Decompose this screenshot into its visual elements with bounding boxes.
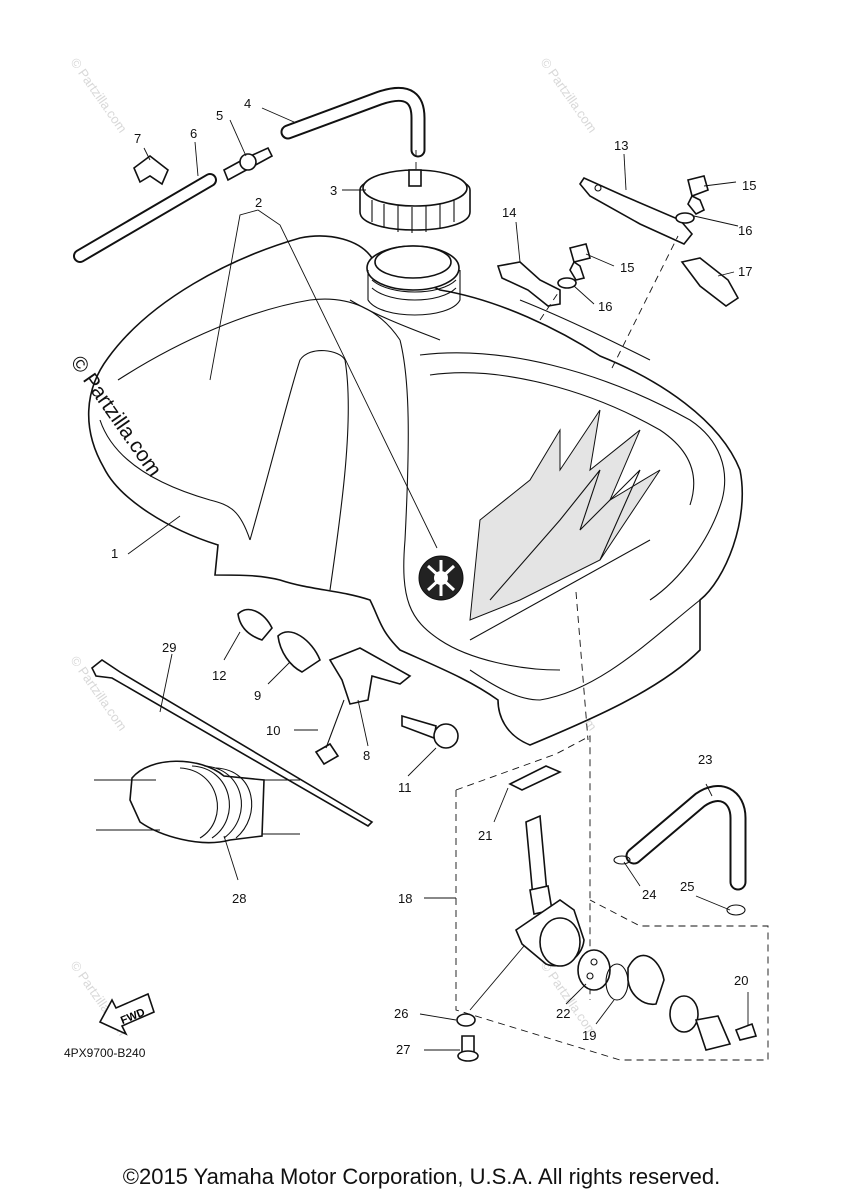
check-valve[interactable] [222,146,274,182]
bracket-14[interactable] [496,261,561,307]
callout-29: 29 [162,640,176,655]
o-ring-19[interactable] [605,963,629,1001]
callout-4: 4 [244,96,251,111]
callout-10: 10 [266,723,280,738]
breather-hose[interactable] [280,86,426,172]
lever-part[interactable] [627,954,665,1005]
washer-26[interactable] [456,1013,476,1027]
fuel-cap[interactable] [359,169,471,233]
copyright-notice: ©2015 Yamaha Motor Corporation, U.S.A. A… [122,1164,721,1189]
screw-27[interactable] [457,1035,479,1062]
callout-17: 17 [738,264,752,279]
callout-7: 7 [134,131,141,146]
callout-22: 22 [556,1006,570,1021]
heat-protector-28[interactable] [94,760,300,844]
clip-25[interactable] [726,904,746,916]
callout-14: 14 [502,205,516,220]
callout-24: 24 [642,887,656,902]
washer-16[interactable] [675,212,695,224]
callout-21: 21 [478,828,492,843]
bracket-17[interactable] [680,257,740,307]
callout-23: 23 [698,752,712,767]
screw-20[interactable] [734,1022,758,1041]
callout-28: 28 [232,891,246,906]
bolt-11[interactable] [401,714,459,749]
callout-16: 16 [738,223,752,238]
bolt-15[interactable] [687,175,709,216]
bracket-13[interactable] [579,176,694,245]
bolt-15b[interactable] [569,243,591,281]
callout-20: 20 [734,973,748,988]
damper-9[interactable] [277,631,321,673]
bolt-10[interactable] [314,699,345,766]
mount-line [539,289,561,321]
graphic-decal-leaders [209,209,438,549]
wave-washer[interactable] [669,995,699,1033]
damper-12[interactable] [237,608,273,641]
seal-22[interactable] [577,949,611,991]
callout-15: 15 [742,178,756,193]
callout-1: 1 [111,546,118,561]
mount-line [611,235,679,369]
callout-5: 5 [216,108,223,123]
fuel-cock-body[interactable] [515,814,585,967]
watermark-small: © Partzilla.com [538,55,601,135]
callout-26: 26 [394,1006,408,1021]
callout-25: 25 [680,879,694,894]
callout-6: 6 [190,126,197,141]
callout-9: 9 [254,688,261,703]
leader-lines [127,107,749,1051]
plate[interactable] [694,1015,732,1051]
hose-23[interactable] [625,785,747,891]
callout-15: 15 [620,260,634,275]
callouts: 1 2 3 4 5 6 7 8 9 10 11 12 13 14 15 15 1… [111,96,756,1057]
callout-11: 11 [398,780,412,795]
callout-12: 12 [212,668,226,683]
fuel-tank[interactable] [87,235,744,746]
callout-27: 27 [396,1042,410,1057]
fuel-cock-assembly-frame [455,591,769,1061]
washer-16b[interactable] [557,277,577,289]
hose-clip[interactable] [133,154,169,186]
gasket-21[interactable] [508,765,562,791]
callout-19: 19 [582,1028,596,1043]
watermark-small: © Partzilla.com [68,55,131,135]
callout-8: 8 [363,748,370,763]
clip-24[interactable] [613,855,631,865]
callout-3: 3 [330,183,337,198]
callout-18: 18 [398,891,412,906]
drawing-code: 4PX9700-B240 [64,1046,146,1060]
band-8[interactable] [328,647,412,705]
hose-6[interactable] [73,173,217,263]
callout-13: 13 [614,138,628,153]
callout-2: 2 [255,195,262,210]
callout-16: 16 [598,299,612,314]
